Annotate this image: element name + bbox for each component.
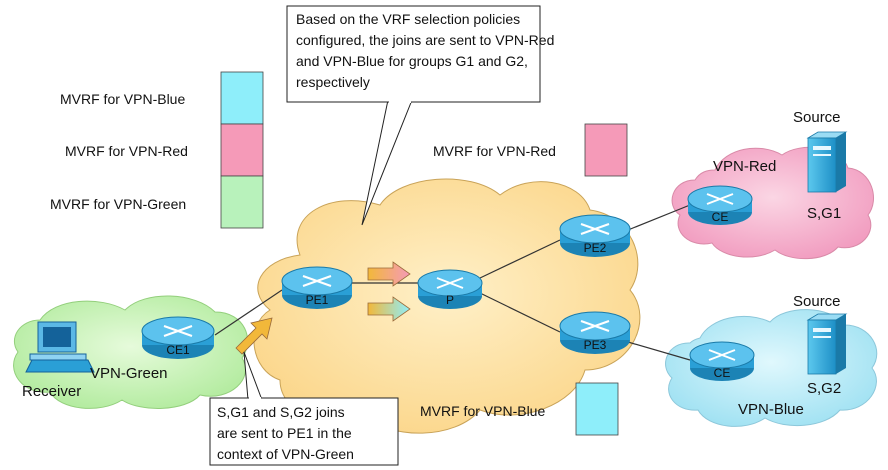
mvrf-blue-swatch — [575, 382, 619, 436]
legend-blue-label: MVRF for VPN-Blue — [60, 91, 185, 107]
callout-top-line-3: and VPN-Blue for groups G1 and G2, — [296, 53, 528, 69]
source-server-bottom-icon[interactable] — [806, 313, 848, 375]
router-arrows-icon — [436, 277, 464, 289]
callout-top-line-4: respectively — [296, 74, 370, 90]
legend-red-label: MVRF for VPN-Red — [65, 143, 188, 159]
legend-swatch-red — [220, 123, 264, 177]
callout-bottom-line-1: S,G1 and S,G2 joins — [217, 404, 345, 420]
link-p-pe2 — [479, 239, 561, 279]
router-arrows-icon — [706, 193, 734, 205]
router-ce1-label: CE1 — [166, 343, 190, 357]
sg2-label: S,G2 — [807, 380, 841, 397]
router-p[interactable]: P — [417, 269, 483, 309]
router-pe1-label: PE1 — [306, 293, 329, 307]
router-pe3[interactable]: PE3 — [559, 311, 631, 354]
receiver-label: Receiver — [22, 383, 81, 400]
join-arrow-to-vpn-blue — [367, 296, 411, 322]
callout-bottom-text: S,G1 and S,G2 joins are sent to PE1 in t… — [217, 404, 356, 462]
router-p-label: P — [446, 293, 454, 307]
legend-swatch-green — [220, 175, 264, 229]
router-ce-blue[interactable]: CE — [689, 341, 755, 381]
link-pe2-ce — [627, 204, 691, 231]
router-arrows-icon — [302, 275, 332, 287]
source-bottom-label: Source — [793, 293, 841, 310]
router-pe2-label: PE2 — [584, 241, 607, 255]
sg1-label: S,G1 — [807, 205, 841, 222]
router-ce-red[interactable]: CE — [687, 185, 753, 225]
link-p-pe3 — [479, 292, 561, 333]
link-pe3-ce — [627, 341, 691, 361]
callout-bottom: S,G1 and S,G2 joins are sent to PE1 in t… — [209, 351, 399, 466]
source-server-top-icon[interactable] — [806, 131, 848, 193]
router-pe3-label: PE3 — [584, 338, 607, 352]
callout-bottom-line-2: are sent to PE1 in the — [217, 425, 352, 441]
vpn-green-label: VPN-Green — [90, 365, 168, 382]
router-arrows-icon — [580, 320, 610, 332]
router-ce-blue-label: CE — [714, 366, 731, 380]
router-arrows-icon — [163, 325, 193, 337]
router-arrows-icon — [580, 223, 610, 235]
link-ce1-pe1 — [214, 289, 283, 336]
router-pe1[interactable]: PE1 — [281, 266, 353, 309]
vpn-blue-label: VPN-Blue — [738, 401, 804, 418]
router-ce1[interactable]: CE1 — [141, 316, 215, 359]
callout-top-text: Based on the VRF selection policies conf… — [296, 11, 558, 90]
network-links — [214, 204, 691, 361]
legend-swatch-blue — [220, 71, 264, 125]
callout-top: Based on the VRF selection policies conf… — [286, 5, 558, 226]
source-top-label: Source — [793, 109, 841, 126]
router-ce-red-label: CE — [712, 210, 729, 224]
legend-green-label: MVRF for VPN-Green — [50, 196, 186, 212]
callout-top-line-1: Based on the VRF selection policies — [296, 11, 520, 27]
mvrf-red-label: MVRF for VPN-Red — [433, 143, 556, 159]
callout-bottom-line-3: context of VPN-Green — [217, 446, 354, 462]
receiver-computer-icon[interactable] — [25, 321, 95, 373]
mvrf-red-swatch — [584, 123, 628, 177]
vpn-red-label: VPN-Red — [713, 158, 776, 175]
join-arrow-from-ce1 — [235, 317, 273, 355]
legend: MVRF for VPN-Blue MVRF for VPN-Red MVRF … — [50, 71, 264, 229]
join-arrow-to-vpn-red — [367, 261, 411, 287]
mvrf-blue-label: MVRF for VPN-Blue — [420, 403, 545, 419]
router-arrows-icon — [708, 349, 736, 361]
callout-top-line-2: configured, the joins are sent to VPN-Re… — [296, 32, 554, 48]
router-pe2[interactable]: PE2 — [559, 214, 631, 257]
